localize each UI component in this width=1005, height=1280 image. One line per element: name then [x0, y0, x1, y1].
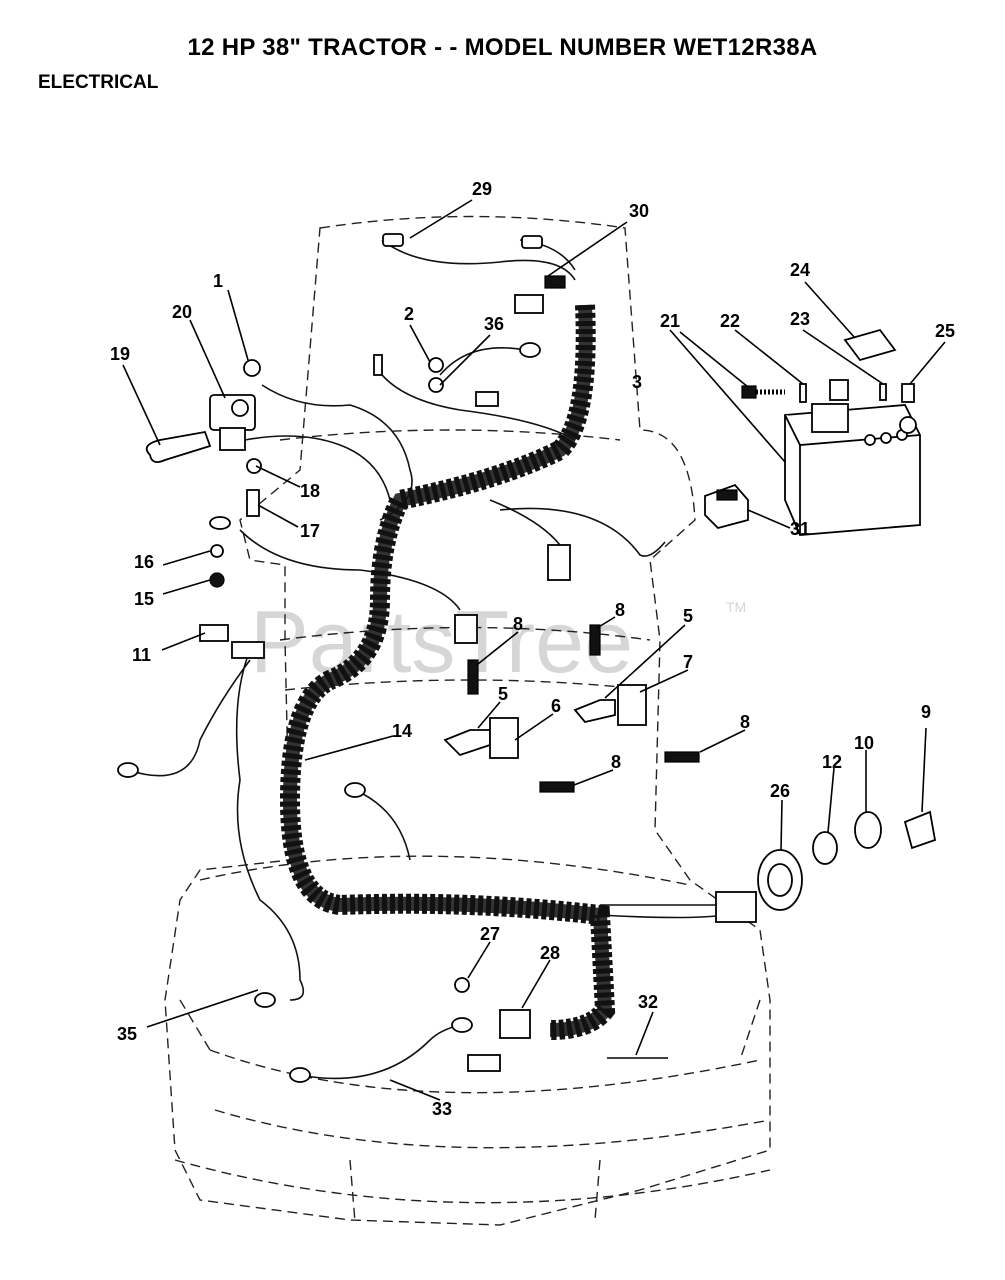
- callout-11: 12: [822, 752, 842, 772]
- callout-1: 1: [213, 271, 223, 291]
- callout-23: 18: [300, 481, 320, 501]
- callout-17: 11: [132, 645, 151, 665]
- callout-30: 25: [935, 321, 955, 341]
- callout-6: 6: [551, 696, 561, 716]
- callout-5b: 5: [498, 684, 508, 704]
- callout-5a: 5: [683, 606, 693, 626]
- callout-2: 2: [404, 304, 414, 324]
- callout-25: 20: [172, 302, 192, 322]
- part-5-8-brackets: [443, 624, 700, 793]
- part-17-fuse: [199, 624, 265, 659]
- callout-19: 14: [392, 721, 412, 741]
- callout-labels: 29 30 1 20 19 2 36 18 17 16 15 11 21 22 …: [110, 179, 955, 1119]
- watermark-tm: TM: [726, 599, 746, 615]
- part-33-switch: [704, 483, 749, 530]
- callout-31: 29: [472, 179, 492, 199]
- part-14-15-16: [454, 977, 668, 1072]
- callout-15: 28: [540, 943, 560, 963]
- callout-8d: 8: [611, 752, 621, 772]
- part-31-bulbs: [382, 233, 543, 249]
- callout-16: 27: [480, 924, 500, 944]
- callout-27: 22: [720, 311, 740, 331]
- callout-8c: 8: [740, 712, 750, 732]
- callout-22: 17: [300, 521, 320, 541]
- callout-24: 19: [110, 344, 130, 364]
- part-32-connector: [514, 275, 566, 314]
- coil-harness: [279, 304, 616, 1040]
- part-25-solenoid: [209, 394, 256, 451]
- section-title: ELECTRICAL: [38, 72, 159, 93]
- part-12-ignition: [757, 849, 803, 911]
- callout-35: 35: [117, 1024, 137, 1044]
- part-24-boot: [145, 430, 212, 464]
- callout-33: 31: [790, 519, 810, 539]
- leader-lines: [122, 199, 946, 1101]
- page-title: 12 HP 38" TRACTOR - - MODEL NUMBER WET12…: [187, 34, 818, 61]
- part-26-30-hardware: [741, 379, 915, 403]
- callout-8b: 8: [513, 614, 523, 634]
- connectors-center: [454, 544, 757, 923]
- callout-28: 23: [790, 309, 810, 329]
- part-9-10-11-key: [812, 810, 937, 865]
- callout-32: 30: [629, 201, 649, 221]
- callout-36: 36: [484, 314, 504, 334]
- callout-14: 32: [638, 992, 658, 1012]
- part-3-battery: [784, 403, 921, 536]
- callout-21: 16: [134, 552, 154, 572]
- callout-20: 15: [134, 589, 154, 609]
- callout-7: 7: [683, 652, 693, 672]
- callout-26: 21: [660, 311, 680, 331]
- callout-12: 26: [770, 781, 790, 801]
- ring-terminals: [117, 762, 473, 1083]
- callout-9: 9: [921, 702, 931, 722]
- part-2-36-terminals: [373, 342, 541, 407]
- callout-18: 33: [432, 1099, 452, 1119]
- callout-10: 10: [854, 733, 874, 753]
- callout-29: 24: [790, 260, 810, 280]
- callout-3: 3: [632, 372, 642, 392]
- watermark: PartsTree: [250, 592, 633, 691]
- part-29-label: [843, 328, 897, 362]
- callout-8a: 8: [615, 600, 625, 620]
- part-1-20-21-23-nuts: [209, 359, 262, 588]
